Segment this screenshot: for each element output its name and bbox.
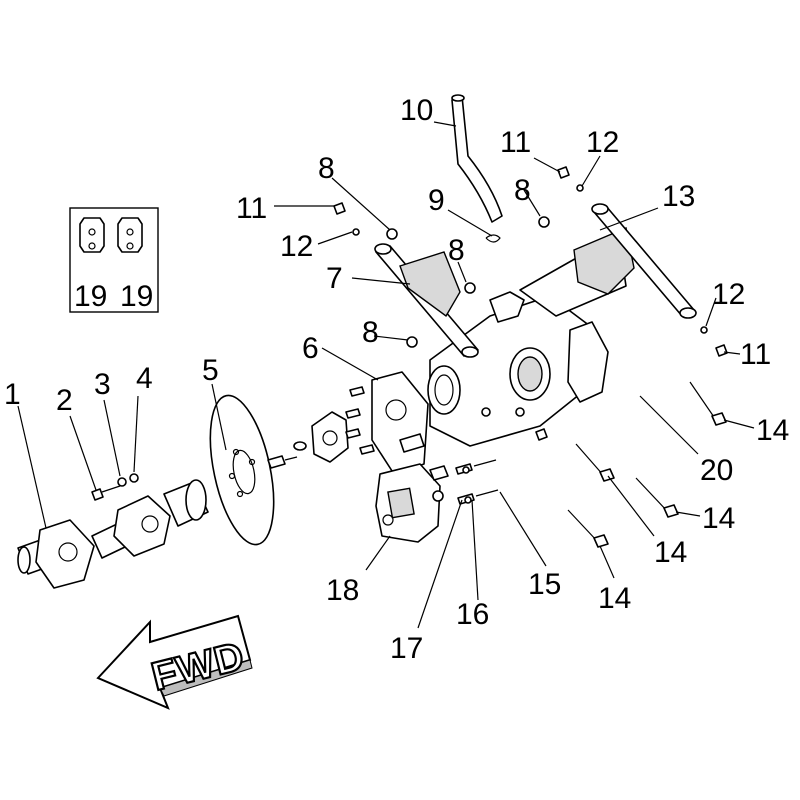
callout-3: 3 <box>94 368 111 401</box>
callout-1: 1 <box>4 378 21 411</box>
callout-5: 5 <box>202 354 219 387</box>
callout-11b: 11 <box>500 126 531 159</box>
callout-6: 6 <box>302 332 319 365</box>
callout-18: 18 <box>326 574 359 607</box>
callout-8d: 8 <box>362 316 379 349</box>
drive-shaft <box>17 473 209 589</box>
hub-flange <box>267 411 349 469</box>
fwd-arrow: FWD <box>96 614 253 710</box>
brake-caliper <box>375 459 499 543</box>
callout-2: 2 <box>56 384 73 417</box>
callout-8c: 8 <box>514 174 531 207</box>
mounting-plate <box>345 371 429 475</box>
callout-11c: 11 <box>740 338 771 371</box>
callout-numbers: 1 2 3 4 5 6 7 8 8 8 8 9 10 11 11 11 12 1… <box>4 94 789 665</box>
callout-14a: 14 <box>756 414 789 447</box>
callout-12a: 12 <box>280 230 313 263</box>
callout-14c: 14 <box>654 536 687 569</box>
vent-hose <box>451 94 503 243</box>
callout-8a: 8 <box>318 152 335 185</box>
inset-box-19 <box>69 207 159 313</box>
callout-14b: 14 <box>702 502 735 535</box>
callout-16: 16 <box>456 598 489 631</box>
callout-12b: 12 <box>586 126 619 159</box>
callout-11a: 11 <box>236 192 267 225</box>
brake-disc <box>209 394 275 546</box>
callout-13: 13 <box>662 180 695 213</box>
callout-15: 15 <box>528 568 561 601</box>
callout-19a: 19 <box>74 280 107 313</box>
parts-drawing <box>17 94 728 589</box>
callout-10: 10 <box>400 94 433 127</box>
callout-20: 20 <box>700 454 733 487</box>
callout-17: 17 <box>390 632 423 665</box>
swing-arm <box>374 203 697 358</box>
callout-19b: 19 <box>120 280 153 313</box>
leader-lines <box>17 121 755 629</box>
callout-14d: 14 <box>598 582 631 615</box>
callout-8b: 8 <box>448 234 465 267</box>
gearcase-housing <box>427 291 609 447</box>
hardware-nuts-bolts <box>333 166 728 357</box>
long-bolts <box>535 381 727 548</box>
callout-12c: 12 <box>712 278 745 311</box>
callout-9: 9 <box>428 184 445 217</box>
callout-7: 7 <box>326 262 343 295</box>
callout-4: 4 <box>136 362 153 395</box>
